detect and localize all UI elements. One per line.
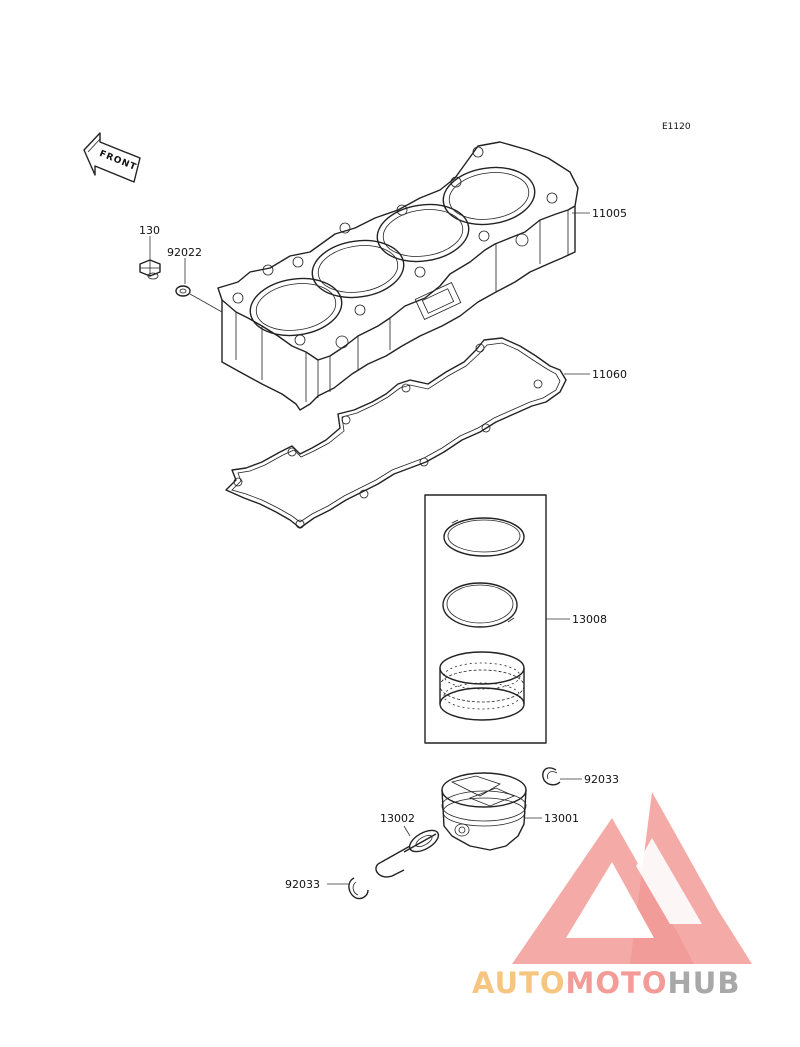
watermark-auto: AUTO: [472, 966, 566, 1000]
cylinder-block: [217, 141, 579, 411]
diagram-code: E1120: [662, 122, 691, 132]
part-label-circlip-left: 92033: [285, 878, 320, 891]
head-gasket: [225, 337, 567, 529]
watermark-hub: HUB: [668, 966, 741, 1000]
bolt-icon: [139, 259, 161, 280]
watermark-moto: MOTO: [566, 966, 668, 1000]
svg-text:AUTOMOTOHUB: AUTOMOTOHUB: [472, 966, 740, 1000]
circlip-right-icon: [542, 767, 561, 786]
part-label-circlip-right: 92033: [584, 773, 619, 786]
part-label-bolt: 130: [139, 224, 160, 237]
washer-icon: [175, 285, 191, 297]
front-arrow-icon: FRONT: [83, 132, 141, 183]
piston-ring-set: [424, 494, 547, 744]
automotohub-watermark: AUTOMOTOHUB: [472, 792, 752, 1000]
part-label-ring-set: 13008: [572, 613, 607, 626]
piston: [441, 772, 527, 851]
piston-pin: [375, 829, 440, 878]
part-label-cylinder: 11005: [592, 207, 627, 220]
part-label-gasket: 11060: [592, 368, 627, 381]
circlip-left-icon: [348, 877, 369, 900]
automotohub-logo-icon: [512, 792, 752, 964]
part-label-piston: 13001: [544, 812, 579, 825]
part-label-piston-pin: 13002: [380, 812, 415, 825]
part-label-washer: 92022: [167, 246, 202, 259]
